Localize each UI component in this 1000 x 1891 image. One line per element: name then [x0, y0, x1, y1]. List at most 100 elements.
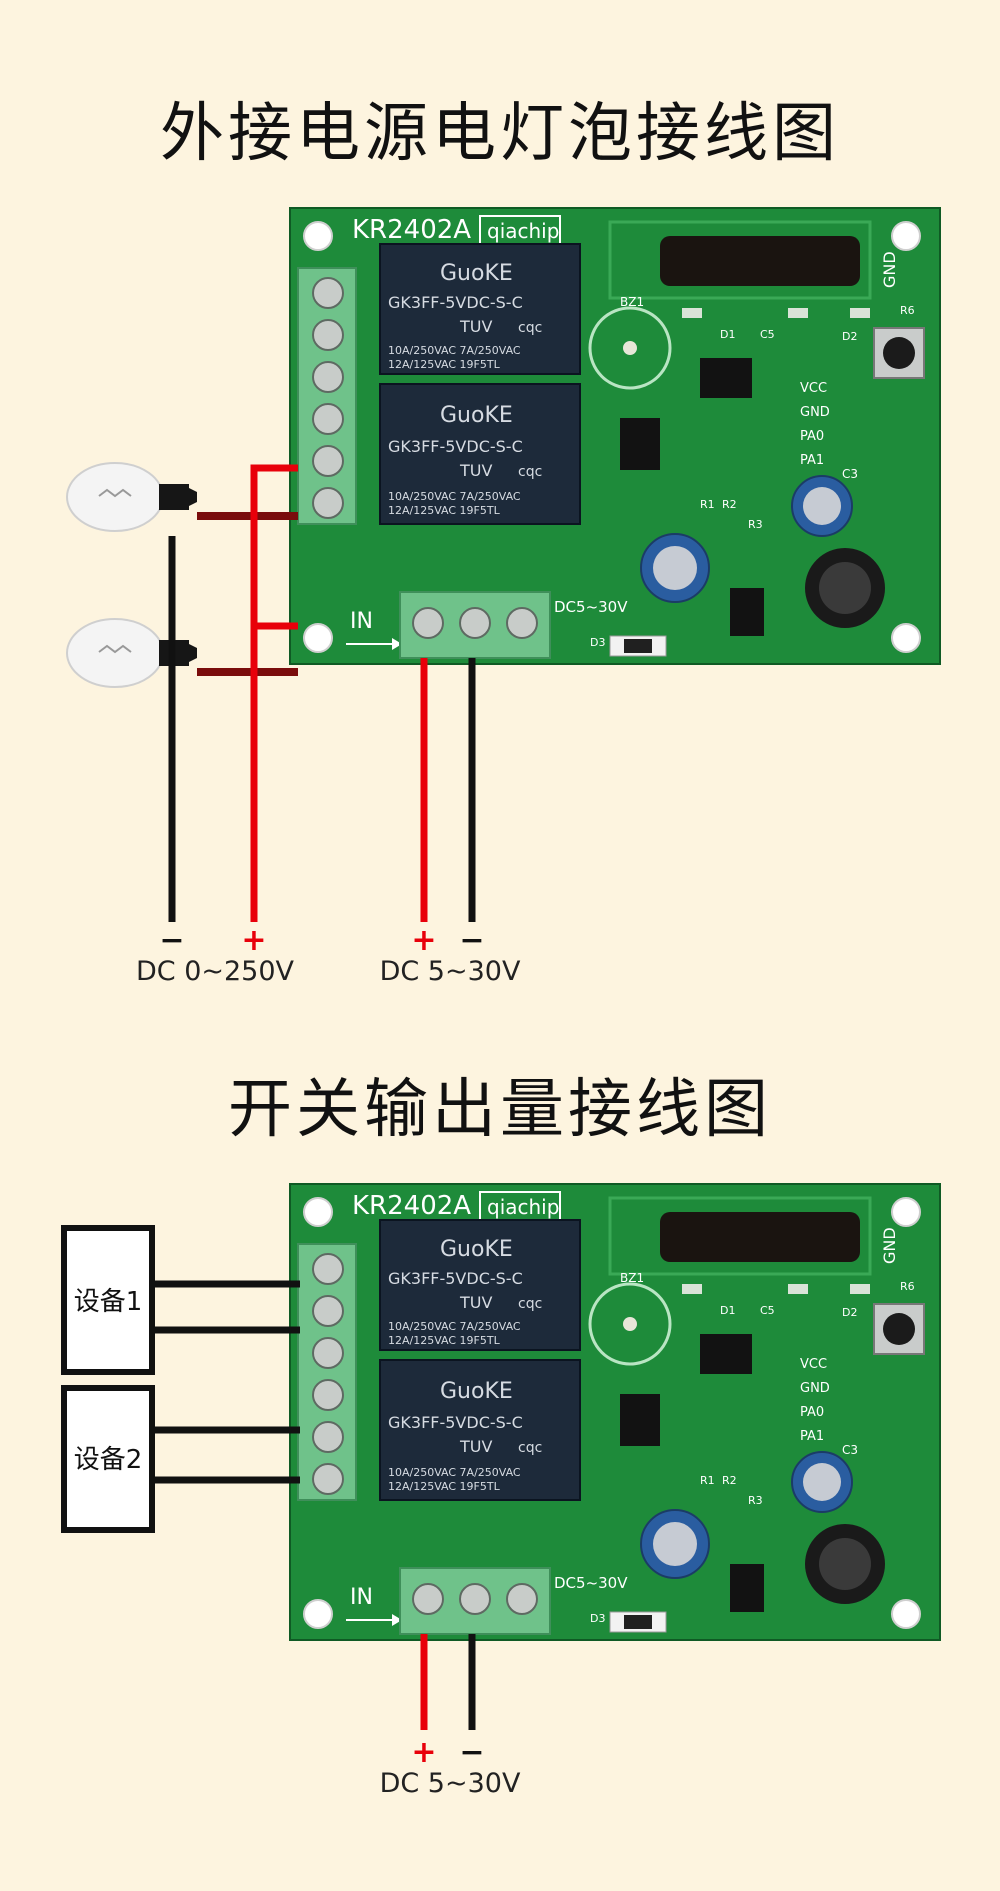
relay-cert: cqc	[518, 320, 542, 336]
relay-model: GK3FF-5VDC-S-C	[388, 437, 523, 456]
pcb-label-d2: D2	[842, 330, 857, 343]
relay-2: GuoKE GK3FF-5VDC-S-C TUV cqc 10A/250VAC …	[379, 1359, 581, 1501]
diagram2-title: 开关输出量接线图	[228, 1073, 772, 1147]
pcb-label-r3: R3	[748, 1494, 763, 1507]
power-voltage: DC 5~30V	[380, 1768, 521, 1799]
relay-model: GK3FF-5VDC-S-C	[388, 1269, 523, 1288]
relay-body	[379, 1359, 581, 1501]
ic-chip	[730, 1564, 764, 1612]
relay-body	[379, 243, 581, 375]
relay-spec-a: 10A/250VAC 7A/250VAC	[388, 344, 521, 357]
led	[682, 1284, 702, 1294]
board-model: KR2402A	[352, 215, 471, 245]
wire-red-load	[250, 464, 298, 922]
antenna-coil	[660, 236, 860, 286]
buzzer-center	[623, 341, 637, 355]
pcb-label-c3: C3	[842, 1443, 858, 1457]
terminal-screw	[312, 1337, 344, 1369]
capacitor-top	[803, 487, 841, 525]
ic-chip	[700, 1334, 752, 1374]
relay-mark: TUV	[459, 461, 492, 480]
pcb-label-r1: R1	[700, 498, 715, 511]
output-terminals	[312, 1253, 344, 1495]
power-plus: +	[411, 923, 436, 958]
in-arrow-head	[392, 1614, 402, 1626]
pcb-label-pa1: PA1	[800, 1429, 824, 1444]
terminal-screw	[312, 319, 344, 351]
load-voltage: DC 0~250V	[136, 956, 295, 987]
relay-1: GuoKE GK3FF-5VDC-S-C TUV cqc 10A/250VAC …	[379, 1219, 581, 1351]
mount-hole	[891, 1197, 921, 1227]
relay-brand: GuoKE	[440, 1237, 513, 1262]
terminal-screw	[312, 1421, 344, 1453]
inductor-core	[819, 1538, 871, 1590]
bulb-1	[66, 462, 197, 532]
relay-body	[379, 383, 581, 525]
output-terminal-block	[297, 1243, 357, 1501]
wires-1	[168, 464, 476, 922]
led	[850, 308, 870, 318]
relay-body	[379, 1219, 581, 1351]
pcb-label-c5: C5	[760, 1304, 775, 1317]
buzzer	[588, 1282, 672, 1366]
pcb-label-r2: R2	[722, 1474, 737, 1487]
pcb-label-d1: D1	[720, 1304, 735, 1317]
relay-cert: cqc	[518, 464, 542, 480]
led	[682, 308, 702, 318]
board-brand: qiachip	[487, 1195, 559, 1219]
pcb-label-r6: R6	[900, 1280, 915, 1293]
in-label: IN	[350, 1585, 373, 1610]
load-minus: −	[159, 923, 184, 958]
terminal-screw	[312, 361, 344, 393]
terminal-screw	[312, 1463, 344, 1495]
wires-2	[152, 1280, 476, 1730]
pcb-label-vcc: VCC	[800, 1357, 827, 1372]
capacitor-top	[653, 546, 697, 590]
led	[788, 308, 808, 318]
relay-spec-b: 12A/125VAC 19F5TL	[388, 504, 501, 517]
terminal-screw	[312, 1295, 344, 1327]
led	[788, 1284, 808, 1294]
capacitor-top	[803, 1463, 841, 1501]
diagram1: KR2402A qiachip GND GuoKE GK3FF-5VDC-S-	[66, 207, 941, 987]
push-button-cap	[883, 1313, 915, 1345]
pcb-label-r3: R3	[748, 518, 763, 531]
bulb-filament	[98, 488, 132, 498]
bulb-base	[159, 484, 189, 510]
terminal-screw	[312, 277, 344, 309]
pcb-label-gnd: GND	[880, 1227, 899, 1264]
antenna-coil	[660, 1212, 860, 1262]
pcb-label-r1: R1	[700, 1474, 715, 1487]
pcb-label-r6: R6	[900, 304, 915, 317]
ic-chip	[730, 588, 764, 636]
bulb-2	[66, 618, 197, 688]
relay-mark: TUV	[459, 1437, 492, 1456]
antenna-outline	[608, 1196, 872, 1276]
pcb-label-vcc: VCC	[800, 381, 827, 396]
mount-hole	[303, 623, 333, 653]
output-terminals	[312, 277, 344, 519]
dc-mark: DC5~30V	[554, 598, 628, 616]
ic-chip	[700, 358, 752, 398]
relay-mark: TUV	[459, 1293, 492, 1312]
device-2-box	[61, 1385, 155, 1533]
bulb-tip	[189, 488, 197, 506]
relay-brand: GuoKE	[440, 1379, 513, 1404]
pcb-label-d2: D2	[842, 1306, 857, 1319]
pcb-label-pa1: PA1	[800, 453, 824, 468]
pcb-label-d3: D3	[590, 636, 605, 649]
relay-spec-b: 12A/125VAC 19F5TL	[388, 358, 501, 371]
pcb-label-gnd: GND	[880, 251, 899, 288]
mount-hole	[891, 221, 921, 251]
diagram1-title: 外接电源电灯泡接线图	[160, 97, 840, 171]
capacitor-top	[653, 1522, 697, 1566]
output-terminal-block	[297, 267, 357, 525]
load-plus: +	[241, 923, 266, 958]
pcb-label-bz1: BZ1	[620, 295, 644, 309]
pcb-label-bz1: BZ1	[620, 1271, 644, 1285]
terminal-screw	[412, 607, 444, 639]
relay-1: GuoKE GK3FF-5VDC-S-C TUV cqc 10A/250VAC …	[379, 243, 581, 375]
buzzer	[588, 306, 672, 390]
mount-hole	[891, 623, 921, 653]
pcb-label-c5: C5	[760, 328, 775, 341]
